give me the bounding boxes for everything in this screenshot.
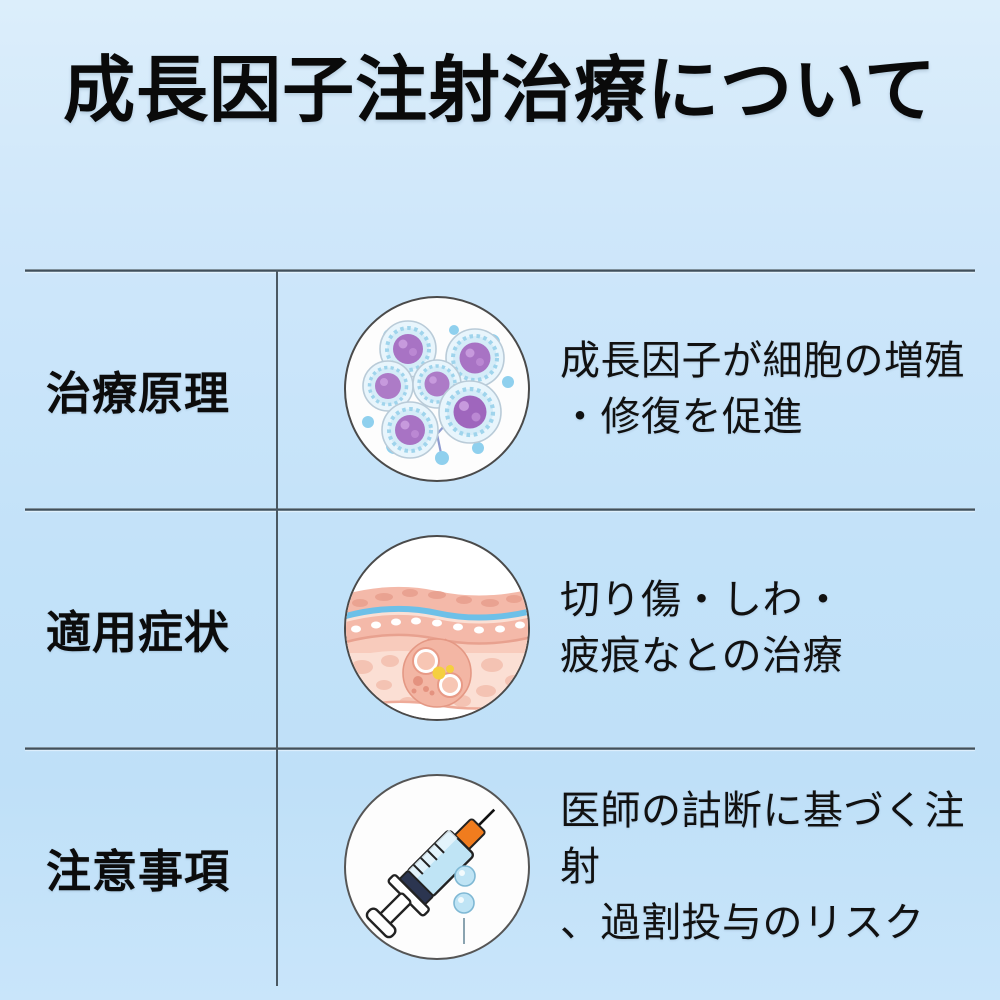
row-label-indications: 適用症状 [45, 606, 230, 658]
page-title: 成長因子注射治療について [63, 51, 937, 131]
cells-icon [342, 294, 532, 484]
skin-cross-section-icon [342, 533, 532, 723]
divider-row2-top [25, 508, 975, 511]
row-description-line2: ・修復を促進 [560, 395, 803, 439]
row-label-treatment-principle: 治療原理 [45, 367, 230, 419]
row-label-precautions: 注意事項 [45, 845, 230, 897]
row-description-line2: 疲痕なとの治療 [560, 634, 844, 678]
row-description-treatment-principle: 成長因子が細胞の増殖 ・修復を促進 [560, 333, 990, 445]
row-description-line1: 医師の詁断に基づく注射 [560, 789, 965, 889]
table-row: 治療原理 [0, 270, 1000, 508]
row-description-indications: 切り傷・しわ・ 疲痕なとの治療 [560, 572, 990, 684]
syringe-icon [342, 772, 532, 962]
table-row: 適用症状 [0, 509, 1000, 747]
row-description-line1: 成長因子が細胞の増殖 [560, 339, 965, 383]
table-row: 注意事項 [0, 748, 1000, 986]
divider-row1-top [25, 269, 975, 272]
row-description-line2: 、過割投与のリスク [560, 901, 925, 945]
divider-vertical [276, 270, 278, 986]
row-description-line1: 切り傷・しわ・ [560, 578, 844, 622]
row-description-precautions: 医師の詁断に基づく注射 、過割投与のリスク [560, 783, 990, 951]
divider-row3-top [25, 747, 975, 750]
